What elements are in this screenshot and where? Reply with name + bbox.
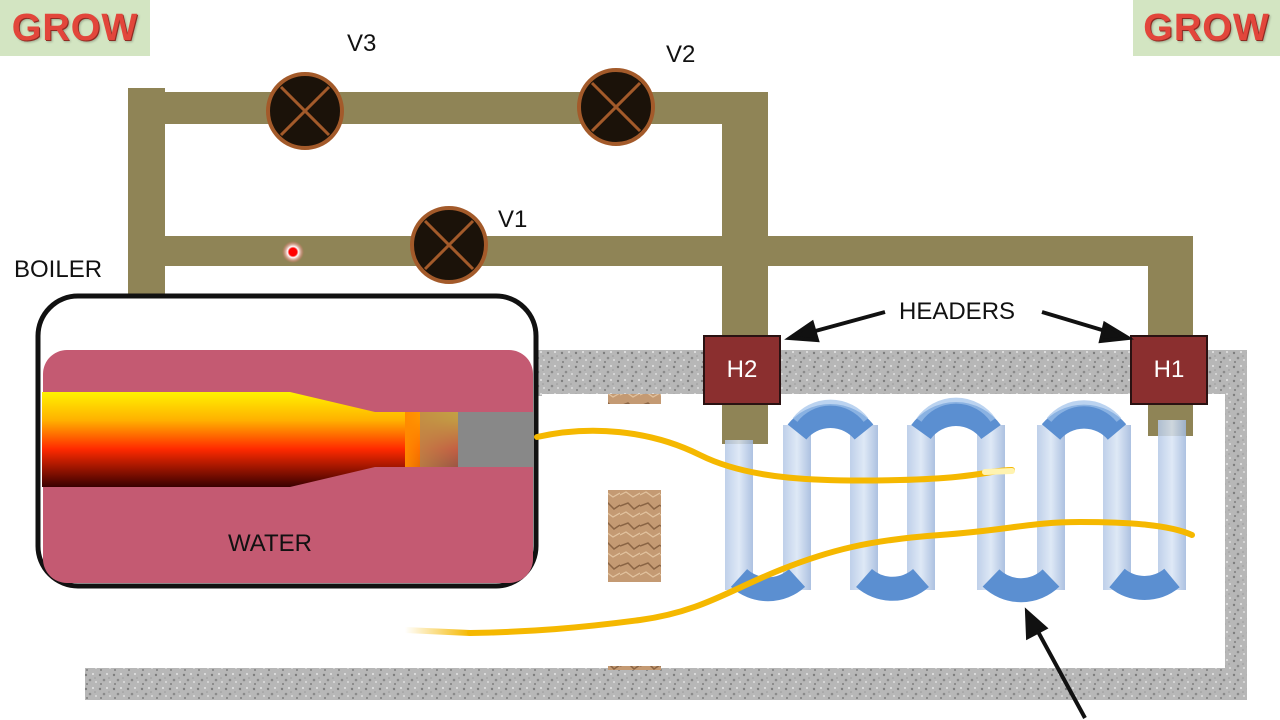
soil-block	[608, 394, 661, 670]
valve-v3[interactable]	[266, 72, 344, 150]
label-v2: V2	[666, 41, 696, 68]
label-headers: HEADERS	[899, 298, 1016, 325]
boiler	[35, 293, 539, 589]
grow-badge-right: GROW	[1133, 0, 1280, 56]
header-h2	[703, 335, 781, 405]
label-boiler: BOILER	[14, 256, 103, 283]
header-arrows	[784, 310, 1135, 344]
label-water: WATER	[228, 530, 312, 557]
burner-flame	[42, 392, 533, 487]
valve-v2[interactable]	[577, 68, 655, 146]
grow-badge-left: GROW	[0, 0, 150, 56]
heating-coil	[725, 397, 1186, 603]
heat-flow-lines	[402, 427, 1195, 636]
header-h1-label: H1	[1153, 356, 1185, 383]
valve-v1[interactable]	[410, 206, 488, 284]
label-v3: V3	[347, 30, 377, 57]
coil-pointer-arrow	[1024, 607, 1087, 719]
label-v1: V1	[498, 206, 528, 233]
header-h1	[1130, 335, 1208, 405]
header-h2-label: H2	[726, 356, 758, 383]
indicator-dot	[282, 241, 304, 263]
